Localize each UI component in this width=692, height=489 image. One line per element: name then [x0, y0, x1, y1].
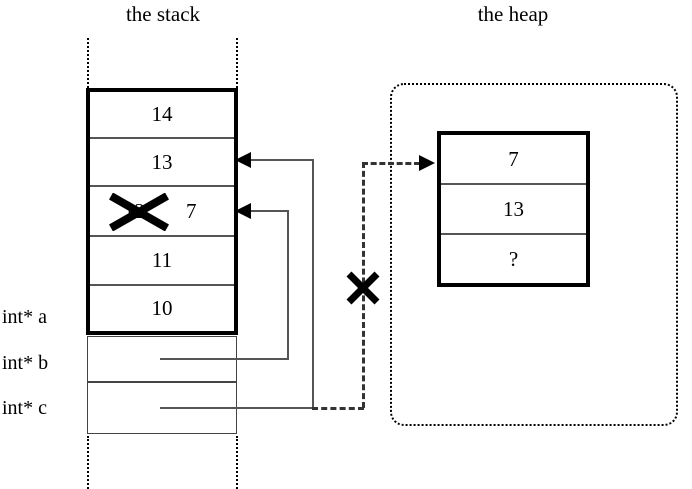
- heap-cell-sep-1: [441, 233, 586, 235]
- stack-cell-0: 14: [90, 92, 234, 137]
- heap-region-boundary: [390, 83, 678, 426]
- pointer-c-line-vertical: [312, 159, 314, 409]
- stack-cell-2-new-value: 7: [186, 199, 197, 223]
- var-label-c: int* c: [2, 397, 47, 419]
- dangling-pointer-arrowhead: [419, 155, 435, 171]
- var-label-b: int* b: [2, 352, 49, 374]
- strike-dangling-pointer-icon: [346, 271, 380, 305]
- stack-guide-left-bottom: [87, 436, 89, 489]
- dangling-pointer-segment-bottom: [312, 407, 364, 410]
- heap-cell-0: 7: [441, 135, 586, 183]
- heap-cell-1: 13: [441, 185, 586, 233]
- stack-guide-right-bottom: [236, 436, 238, 489]
- heap-cell-1-value: 13: [503, 196, 524, 221]
- pointer-c-line-to-arrow: [250, 159, 314, 161]
- heap-block-box: [437, 131, 590, 287]
- stack-cell-0-value: 14: [151, 102, 173, 126]
- stack-cell-3: 11: [90, 237, 234, 284]
- stack-guide-right-top: [236, 38, 238, 88]
- heap-cell-2-value: ?: [508, 246, 519, 271]
- stack-cell-4: 10: [90, 286, 234, 331]
- stack-cell-sep-2: [90, 235, 234, 237]
- stack-cell-sep-0: [90, 137, 234, 139]
- var-label-a: int* a: [2, 306, 47, 328]
- pointer-b-line-vertical: [287, 210, 289, 360]
- stack-guide-left-top: [87, 38, 89, 88]
- heap-cell-sep-0: [441, 183, 586, 185]
- stack-cell-3-value: 11: [151, 248, 173, 272]
- pointer-b-arrowhead: [235, 203, 251, 219]
- stack-cell-sep-3: [90, 284, 234, 286]
- stack-cell-4-value: 10: [151, 296, 173, 320]
- heap-cell-2: ?: [441, 235, 586, 283]
- pointer-b-line-to-arrow: [250, 210, 289, 212]
- stack-frame-box: [86, 88, 238, 335]
- strike-old-value-icon: [109, 193, 169, 231]
- heap-title: the heap: [477, 2, 549, 26]
- stack-title: the stack: [125, 2, 201, 26]
- stack-cell-1: 13: [90, 139, 234, 185]
- dangling-pointer-segment-top: [362, 162, 420, 165]
- stack-cell-1-value: 13: [151, 149, 173, 174]
- pointer-c-line-horizontal: [160, 407, 314, 409]
- stack-cell-sep-1: [90, 185, 234, 187]
- heap-cell-0-value: 7: [508, 146, 519, 171]
- pointer-b-line-horizontal: [160, 358, 288, 360]
- pointer-c-arrowhead: [235, 152, 251, 168]
